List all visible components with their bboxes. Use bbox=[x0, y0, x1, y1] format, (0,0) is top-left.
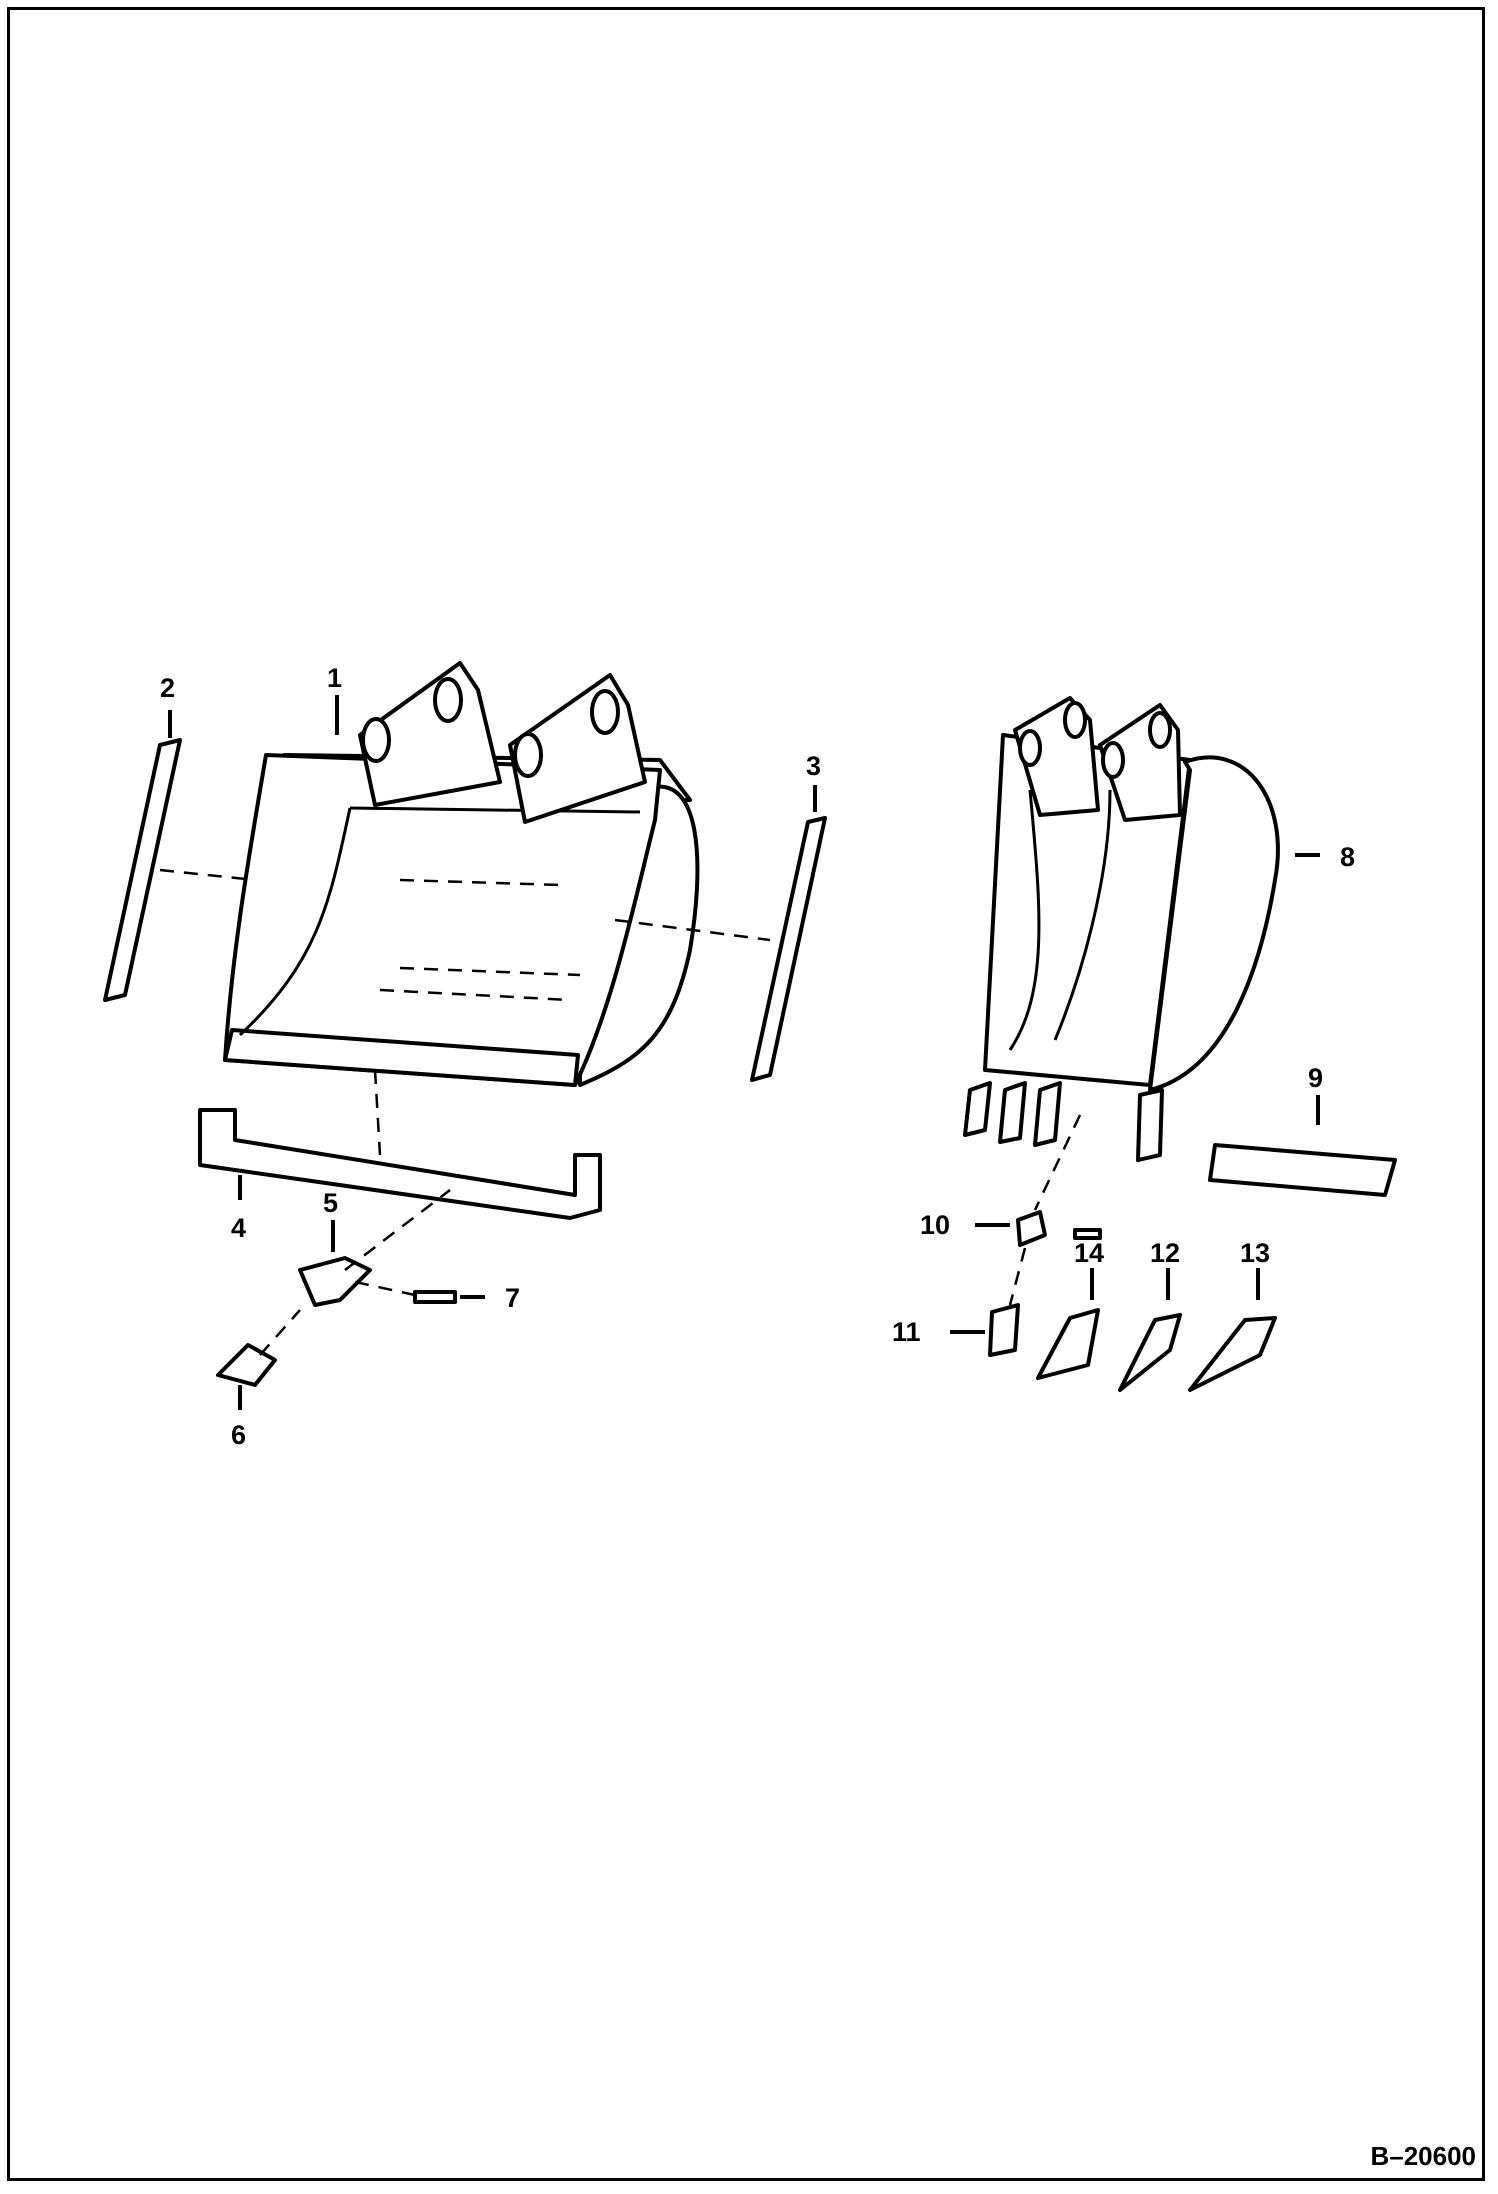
callout-13: 13 bbox=[1240, 1238, 1270, 1268]
callout-14: 14 bbox=[1074, 1238, 1104, 1268]
tooth-twin-tiger bbox=[1188, 1316, 1277, 1392]
adapter-small bbox=[1016, 1210, 1047, 1247]
bucket-tooth bbox=[216, 1343, 277, 1387]
narrow-bucket bbox=[963, 696, 1280, 1162]
tooth-tiger bbox=[1118, 1313, 1182, 1392]
tooth-adapter bbox=[298, 1256, 372, 1307]
side-cutter-left bbox=[103, 738, 182, 1002]
wide-bucket bbox=[223, 661, 700, 1087]
callout-9: 9 bbox=[1308, 1063, 1323, 1093]
tooth-narrow bbox=[1036, 1308, 1100, 1380]
callout-11: 11 bbox=[892, 1317, 921, 1347]
side-cutter-right bbox=[750, 816, 827, 1082]
retaining-pin bbox=[413, 1290, 457, 1304]
callout-3: 3 bbox=[806, 751, 821, 781]
cutting-edge bbox=[198, 1108, 602, 1220]
callout-7: 7 bbox=[505, 1283, 520, 1313]
callout-6: 6 bbox=[231, 1420, 246, 1450]
pin-small bbox=[1073, 1228, 1102, 1240]
figure-id: B–20600 bbox=[1370, 2141, 1476, 2171]
wear-plate bbox=[1208, 1143, 1397, 1197]
callout-8: 8 bbox=[1340, 842, 1355, 872]
callout-5: 5 bbox=[323, 1188, 338, 1218]
callout-4: 4 bbox=[231, 1213, 246, 1243]
callout-12: 12 bbox=[1150, 1238, 1180, 1268]
diagram-frame bbox=[7, 7, 1485, 2181]
callout-2: 2 bbox=[160, 673, 175, 703]
tooth-small bbox=[988, 1303, 1020, 1357]
callout-1: 1 bbox=[327, 663, 342, 693]
callout-10: 10 bbox=[920, 1210, 950, 1240]
